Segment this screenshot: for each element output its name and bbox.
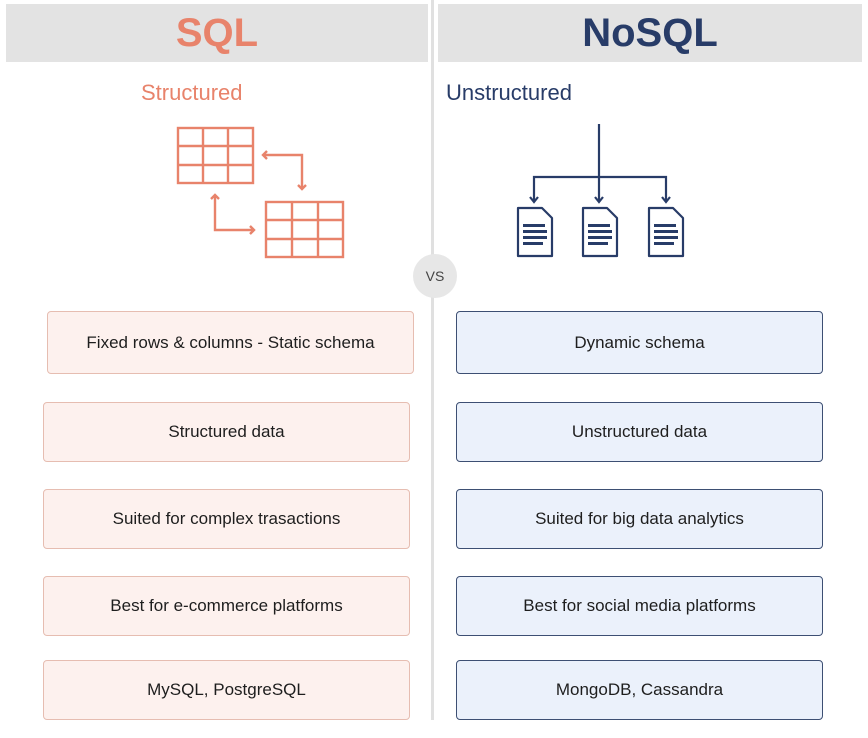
nosql-feature-box: Suited for big data analytics bbox=[456, 489, 823, 549]
nosql-title: NoSQL bbox=[582, 10, 718, 55]
related-tables-icon bbox=[176, 126, 345, 259]
nosql-feature-box: Unstructured data bbox=[456, 402, 823, 462]
sql-feature-box: Structured data bbox=[43, 402, 410, 462]
sql-feature-box: Fixed rows & columns - Static schema bbox=[47, 311, 414, 374]
nosql-feature-box: Best for social media platforms bbox=[456, 576, 823, 636]
nosql-feature-box: Dynamic schema bbox=[456, 311, 823, 374]
nosql-feature-text: Suited for big data analytics bbox=[535, 509, 744, 528]
nosql-feature-text: Best for social media platforms bbox=[523, 596, 756, 615]
sql-feature-text: Best for e-commerce platforms bbox=[110, 596, 343, 615]
nosql-feature-text: MongoDB, Cassandra bbox=[555, 680, 724, 699]
nosql-feature-box: MongoDB, Cassandra bbox=[456, 660, 823, 720]
nosql-feature-text: Dynamic schema bbox=[574, 332, 705, 352]
sql-feature-text: Structured data bbox=[168, 422, 285, 441]
sql-feature-box: Suited for complex trasactions bbox=[43, 489, 410, 549]
nosql-feature-text: Unstructured data bbox=[571, 422, 708, 441]
sql-feature-text: MySQL, PostgreSQL bbox=[147, 680, 306, 699]
sql-subtitle: Structured bbox=[141, 80, 243, 105]
sql-feature-box: MySQL, PostgreSQL bbox=[43, 660, 410, 720]
sql-header: SQL bbox=[6, 4, 428, 62]
document-tree-icon bbox=[516, 124, 685, 258]
sql-feature-text: Fixed rows & columns - Static schema bbox=[86, 332, 375, 352]
nosql-header: NoSQL bbox=[438, 4, 862, 62]
vs-label: VS bbox=[425, 268, 445, 284]
vs-badge: VS bbox=[413, 254, 457, 298]
sql-feature-box: Best for e-commerce platforms bbox=[43, 576, 410, 636]
sql-title: SQL bbox=[175, 10, 259, 55]
sql-feature-text: Suited for complex trasactions bbox=[112, 509, 341, 528]
nosql-subtitle: Unstructured bbox=[446, 80, 572, 105]
center-divider bbox=[431, 0, 434, 720]
